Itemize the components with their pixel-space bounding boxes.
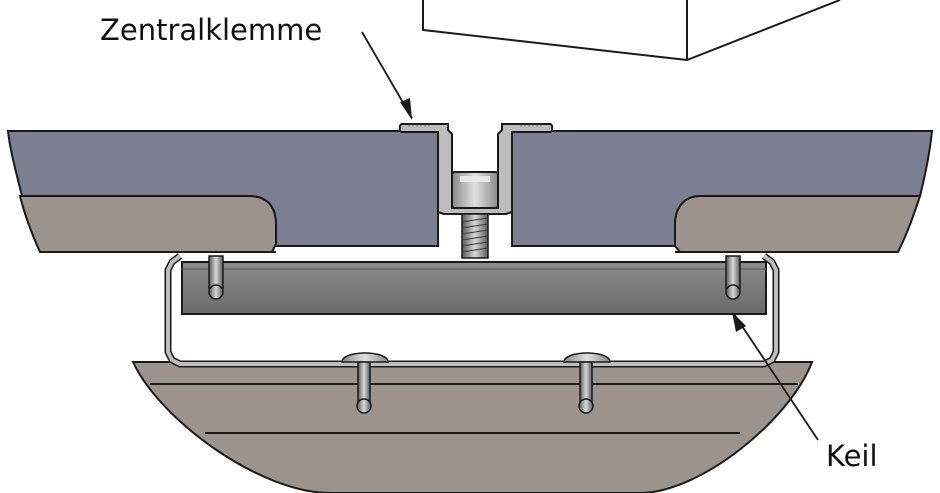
rail-rivet-left [341,352,389,414]
wedge-leader [733,313,819,441]
rail-rivet-right [563,352,611,414]
wedge-arrowhead [732,312,746,332]
central-clamp-arrowhead [400,98,412,120]
wedge-bolt-left [208,255,224,300]
central-clamp [398,123,554,215]
wedge-bolt-right [725,255,741,300]
left-solar-panel [6,130,439,253]
wedge-bar [181,261,767,315]
left-support [18,195,277,253]
label-central-clamp-group: Zentralklemme [100,13,413,120]
wedge-frame [164,253,780,368]
lower-rail [131,361,814,493]
label-wedge-group: Keil [732,312,878,473]
right-solar-panel [511,130,934,253]
label-wedge: Keil [826,439,878,473]
central-screw [451,171,499,259]
module-box [422,0,841,62]
label-central-clamp: Zentralklemme [100,13,322,47]
right-support [674,195,922,253]
